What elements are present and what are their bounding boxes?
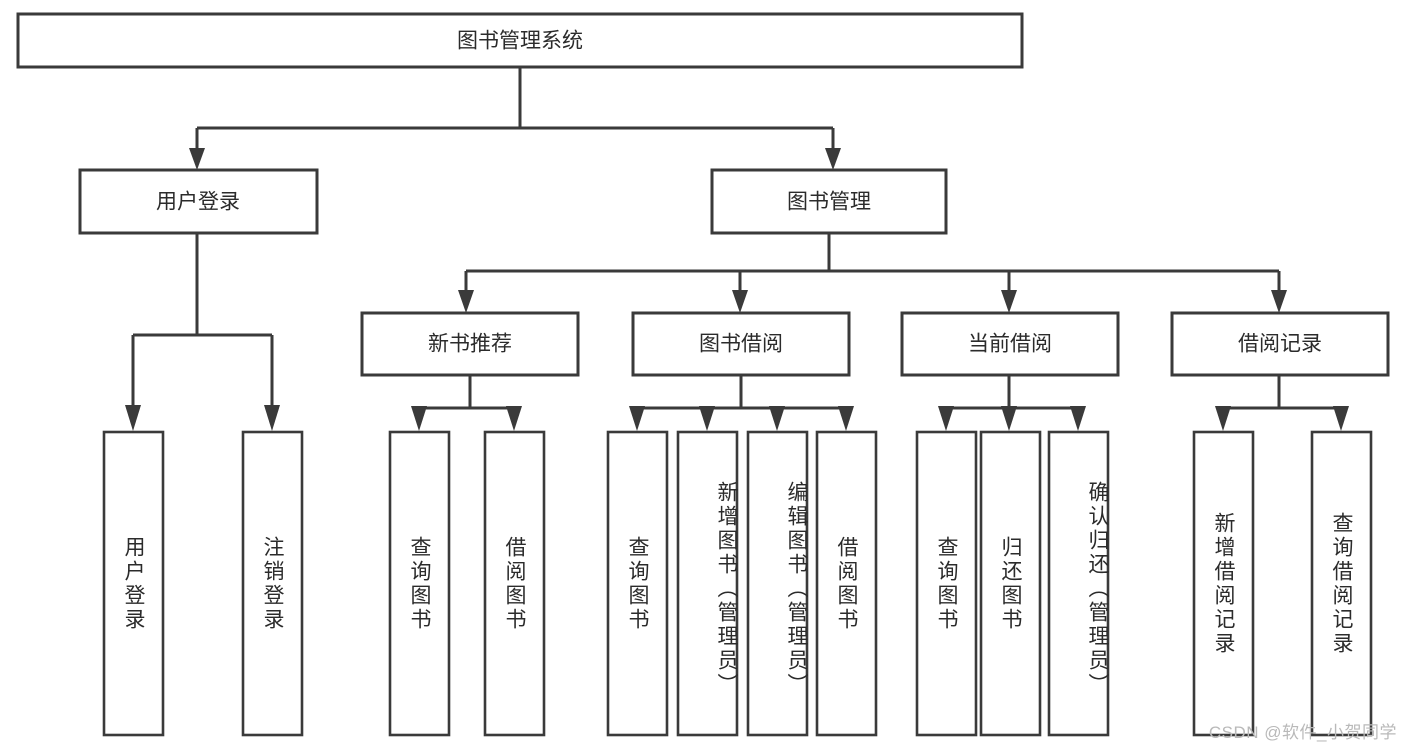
watermark-text: CSDN @软件_小贺同学: [1208, 723, 1397, 742]
leaf-box-edit-book-admin[interactable]: [746, 430, 809, 737]
leaf-box-borrow-book[interactable]: [815, 430, 878, 737]
leaf-box-add-borrow-record[interactable]: [1192, 430, 1255, 737]
connector-currentborrow-to-leaves: [938, 375, 1086, 431]
connector-newbook-to-leaves: [411, 375, 522, 431]
node-book-management-label: 图书管理: [787, 191, 871, 214]
leaf-box-return-book[interactable]: [979, 430, 1042, 737]
node-current-borrow-label: 当前借阅: [968, 333, 1052, 356]
connector-bookborrow-to-leaves: [629, 375, 854, 431]
leaf-box-query-book-borrow[interactable]: [606, 430, 669, 737]
leaf-box-query-book-new[interactable]: [388, 430, 451, 737]
node-new-book-recommend-label: 新书推荐: [428, 333, 512, 356]
connector-borrowrecord-to-leaves: [1215, 375, 1349, 431]
connector-bookmgmt-to-level3: [458, 233, 1287, 313]
leaf-box-confirm-return-admin[interactable]: [1047, 430, 1110, 737]
node-root[interactable]: [16, 12, 1024, 69]
connector-userlogin-to-leaves: [125, 233, 280, 431]
node-borrow-record-label: 借阅记录: [1238, 333, 1322, 356]
node-root-label: 图书管理系统: [457, 30, 583, 53]
leaf-box-borrow-book-new[interactable]: [483, 430, 546, 737]
leaf-box-user-login[interactable]: [102, 430, 165, 737]
node-current-borrow[interactable]: [900, 311, 1120, 377]
leaf-box-query-book-current[interactable]: [915, 430, 978, 737]
node-book-borrow-label: 图书借阅: [699, 333, 783, 356]
leaf-box-query-borrow-record[interactable]: [1310, 430, 1373, 737]
node-book-borrow[interactable]: [631, 311, 851, 377]
connector-root-to-level2: [189, 67, 841, 170]
leaf-box-logout[interactable]: [241, 430, 304, 737]
leaf-box-add-book-admin[interactable]: [676, 430, 739, 737]
node-book-management[interactable]: [710, 168, 948, 235]
node-new-book-recommend[interactable]: [360, 311, 580, 377]
node-user-login-label: 用户登录: [156, 191, 240, 214]
node-borrow-record[interactable]: [1170, 311, 1390, 377]
node-user-login[interactable]: [78, 168, 319, 235]
